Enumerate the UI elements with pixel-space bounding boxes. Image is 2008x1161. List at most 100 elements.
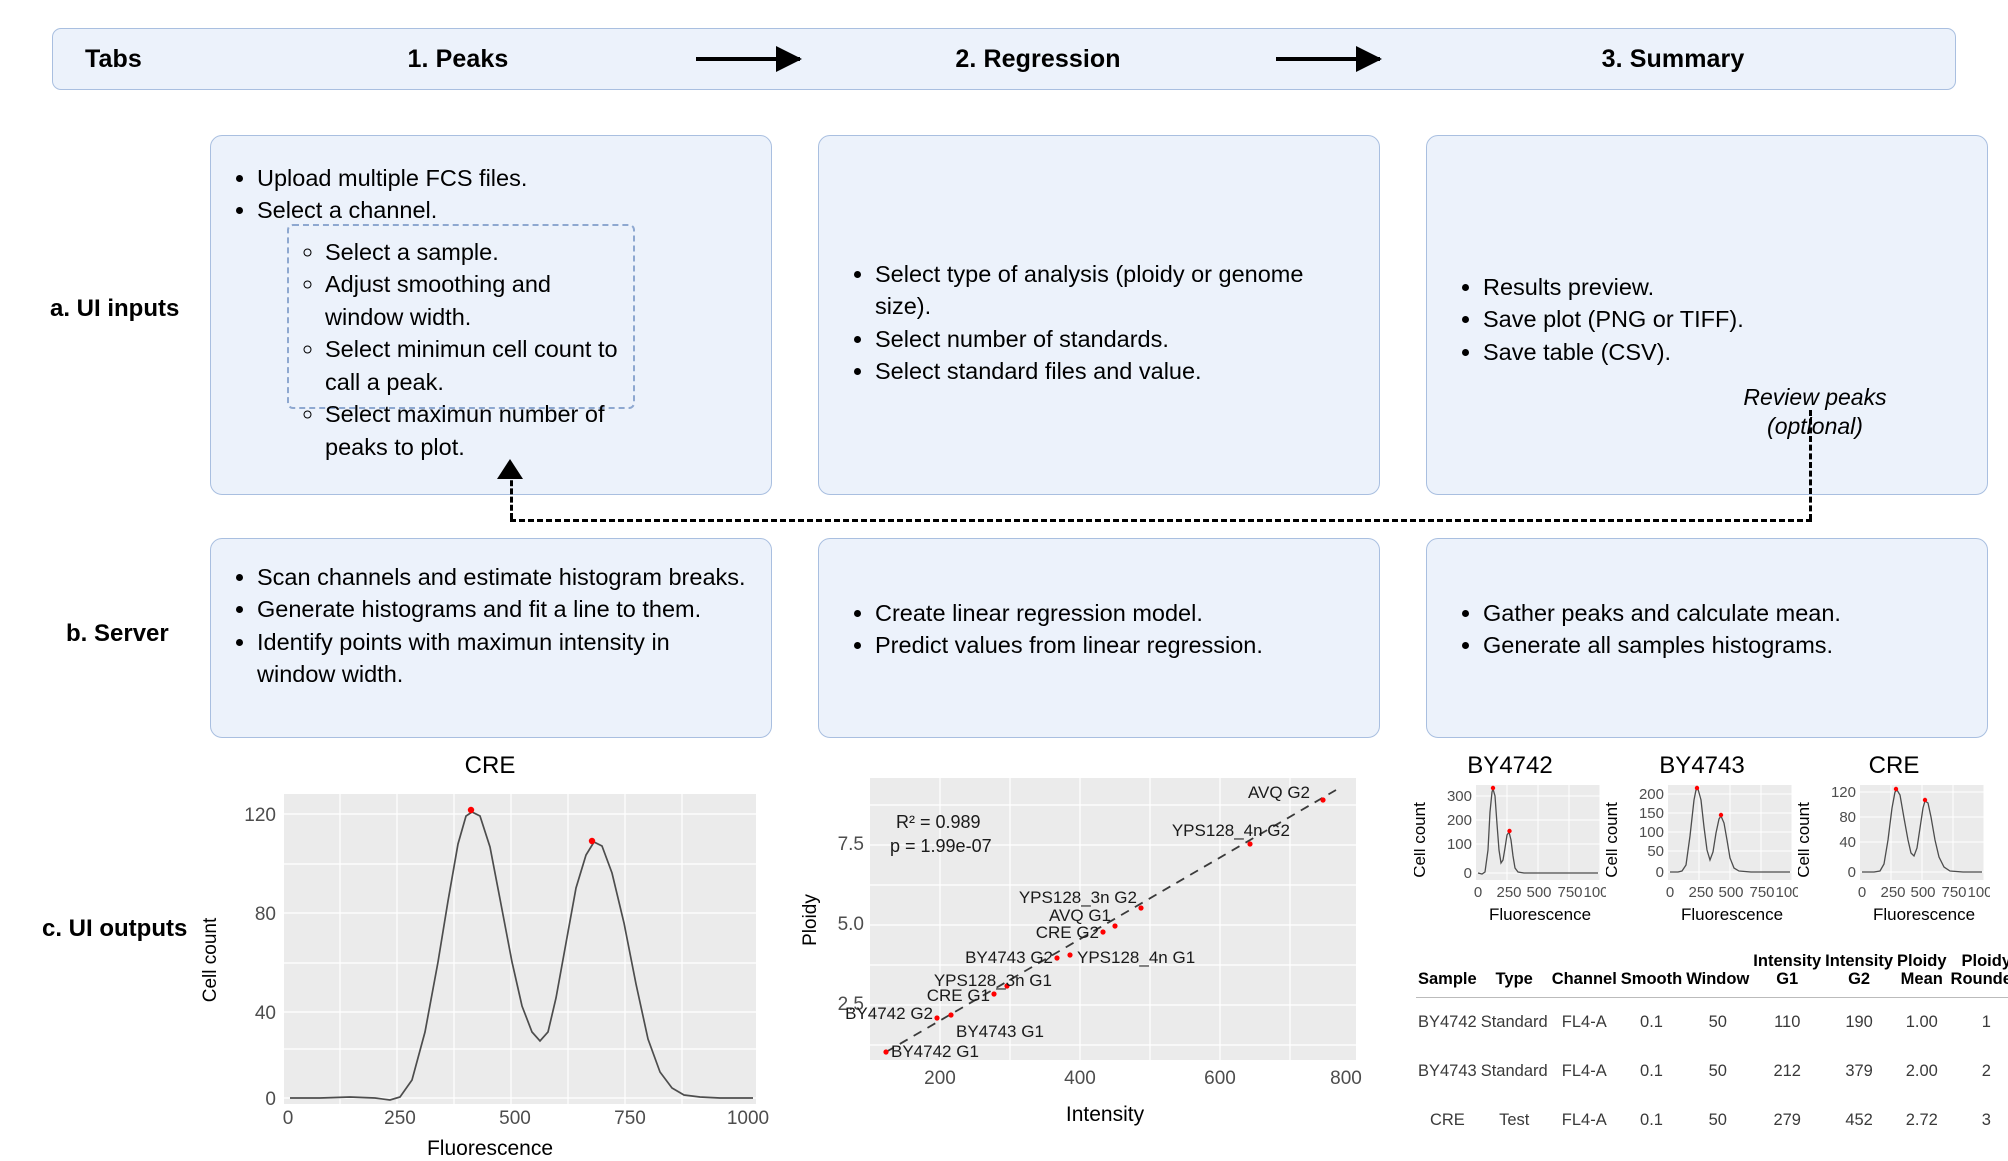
cell: 2.00 [1905, 1061, 1938, 1080]
ui-inputs-peaks-sublist: Select a sample. Adjust smoothing and wi… [289, 226, 633, 463]
panel [1860, 785, 1985, 880]
svg-text:BY4742 G1: BY4742 G1 [891, 1042, 979, 1061]
th-ploidy-rounded: PloidyRounded [1948, 950, 2008, 998]
cell: 0.1 [1640, 1061, 1663, 1080]
tab-peaks[interactable]: 1. Peaks [407, 44, 509, 73]
y-tick: 0 [265, 1089, 276, 1110]
cell: FL4-A [1561, 1012, 1607, 1031]
density-curve [1477, 786, 1598, 875]
svg-text:BY4743 G1: BY4743 G1 [956, 1022, 1044, 1041]
y-tick: 100 [1447, 836, 1472, 853]
card-ui-inputs-peaks: Upload multiple FCS files. Select a chan… [210, 135, 772, 495]
server-summary-list: Gather peaks and calculate mean. Generat… [1427, 597, 1987, 662]
plot-title: BY4743 [1659, 752, 1745, 779]
list-item: Generate histograms and fit a line to th… [257, 593, 749, 625]
peak-marker [1922, 797, 1928, 803]
x-axis-label: Fluorescence [1873, 905, 1975, 924]
th-type: Type [1478, 950, 1550, 998]
annotation-r2: R² = 0.989 [896, 812, 981, 832]
x-axis-label: Intensity [1065, 1103, 1145, 1126]
y-tick: 5.0 [838, 914, 864, 935]
plot-canvas: Cell count 200 150 100 50 0 0 250 500 75… [1602, 785, 1801, 924]
right-arrow-icon [1233, 46, 1423, 72]
review-peaks-note: Review peaks (optional) [1743, 384, 1887, 439]
ui-inputs-regression-list: Select type of analysis (ploidy or genom… [819, 258, 1379, 388]
row-label-server: b. Server [66, 620, 169, 647]
cell: 1.00 [1905, 1012, 1938, 1031]
table-row: BY4743 Standard FL4-A 0.1 50 212 379 2.0… [1416, 1047, 2008, 1096]
peak-marker [588, 837, 596, 845]
cell: CRE [1429, 1110, 1465, 1129]
point-labels: AVQ G2 YPS128_4n G2 YPS128_3n G2 AVQ G1 … [845, 783, 1310, 1061]
x-tick: 750 [1941, 884, 1966, 901]
cell: 3 [1981, 1110, 1991, 1129]
th-smooth: Smooth [1618, 950, 1685, 998]
list-item: Gather peaks and calculate mean. [1483, 597, 1965, 629]
list-item: Predict values from linear regression. [875, 629, 1357, 661]
x-tick: 0 [1858, 884, 1866, 901]
ui-inputs-peaks-list: Upload multiple FCS files. Select a chan… [211, 162, 771, 227]
cell: 379 [1845, 1061, 1873, 1080]
x-tick: 800 [1330, 1068, 1362, 1089]
row-label-ui-inputs: a. UI inputs [50, 295, 180, 322]
feedback-line-horizontal [510, 519, 1812, 522]
cell: BY4743 [1418, 1061, 1477, 1080]
y-tick: 0 [1848, 864, 1856, 881]
card-ui-inputs-regression: Select type of analysis (ploidy or genom… [818, 135, 1380, 495]
card-server-peaks: Scan channels and estimate histogram bre… [210, 538, 772, 738]
peak-marker [1694, 785, 1700, 791]
tab-regression[interactable]: 2. Regression [955, 44, 1121, 73]
y-tick: 300 [1447, 788, 1472, 805]
card-server-regression: Create linear regression model. Predict … [818, 538, 1380, 738]
x-tick: 0 [1474, 884, 1482, 901]
plot-hist-cre: CRE Cell count 120 80 40 0 0 250 500 750… [1794, 752, 1993, 932]
y-tick: 120 [1831, 784, 1856, 801]
panel [1668, 785, 1793, 880]
row-label-ui-outputs: c. UI outputs [42, 915, 188, 942]
list-item: Upload multiple FCS files. [257, 162, 749, 194]
cell: 50 [1708, 1110, 1727, 1129]
y-tick: 40 [1839, 834, 1856, 851]
cell: 50 [1708, 1012, 1727, 1031]
y-tick: 150 [1639, 805, 1664, 822]
x-tick: 250 [1880, 884, 1905, 901]
tab-summary[interactable]: 3. Summary [1601, 44, 1745, 73]
cell: 50 [1708, 1061, 1727, 1080]
x-tick: 500 [1718, 884, 1743, 901]
list-item: Select type of analysis (ploidy or genom… [875, 258, 1357, 323]
x-tick: 0 [1666, 884, 1674, 901]
cell: 0.1 [1640, 1012, 1663, 1031]
right-arrow-icon [653, 46, 843, 72]
x-tick: 600 [1204, 1068, 1236, 1089]
x-tick: 400 [1064, 1068, 1096, 1089]
peak-marker [467, 806, 475, 814]
panel [1476, 785, 1601, 880]
x-axis-label: Fluorescence [1681, 905, 1783, 924]
list-item: Adjust smoothing and window width. [325, 268, 623, 333]
scatter-points [883, 797, 1326, 1055]
x-tick: 250 [1496, 884, 1521, 901]
annotation-pvalue: p = 1.99e-07 [890, 836, 992, 856]
y-axis-label: Cell count [1414, 802, 1429, 878]
plot-cre-histogram: CRE Cell count 120 80 40 0 [200, 752, 780, 1160]
list-item: Generate all samples histograms. [1483, 629, 1965, 661]
x-tick: 750 [1557, 884, 1582, 901]
th-window: Window [1684, 950, 1752, 998]
list-item: Select number of standards. [875, 323, 1357, 355]
list-item: Save table (CSV). [1483, 336, 1965, 368]
tabs-bar: Tabs 1. Peaks 2. Regression 3. Summary [52, 28, 1956, 90]
cell: Standard [1480, 1061, 1548, 1080]
x-tick: 500 [1910, 884, 1935, 901]
peak-marker [1893, 786, 1899, 792]
y-axis-label: Ploidy [800, 894, 821, 946]
x-axis-label: Fluorescence [426, 1137, 554, 1160]
svg-text:CRE G1: CRE G1 [927, 986, 990, 1005]
y-axis-label: Cell count [1798, 802, 1813, 878]
density-curve [1862, 788, 1982, 873]
cell: 2 [1981, 1061, 1991, 1080]
ui-inputs-peaks-subbox: Select a sample. Adjust smoothing and wi… [287, 224, 635, 460]
plot-hist-by4743: BY4743 Cell count 200 150 100 50 0 0 250… [1602, 752, 1801, 932]
tabs-row-label: Tabs [85, 44, 142, 73]
